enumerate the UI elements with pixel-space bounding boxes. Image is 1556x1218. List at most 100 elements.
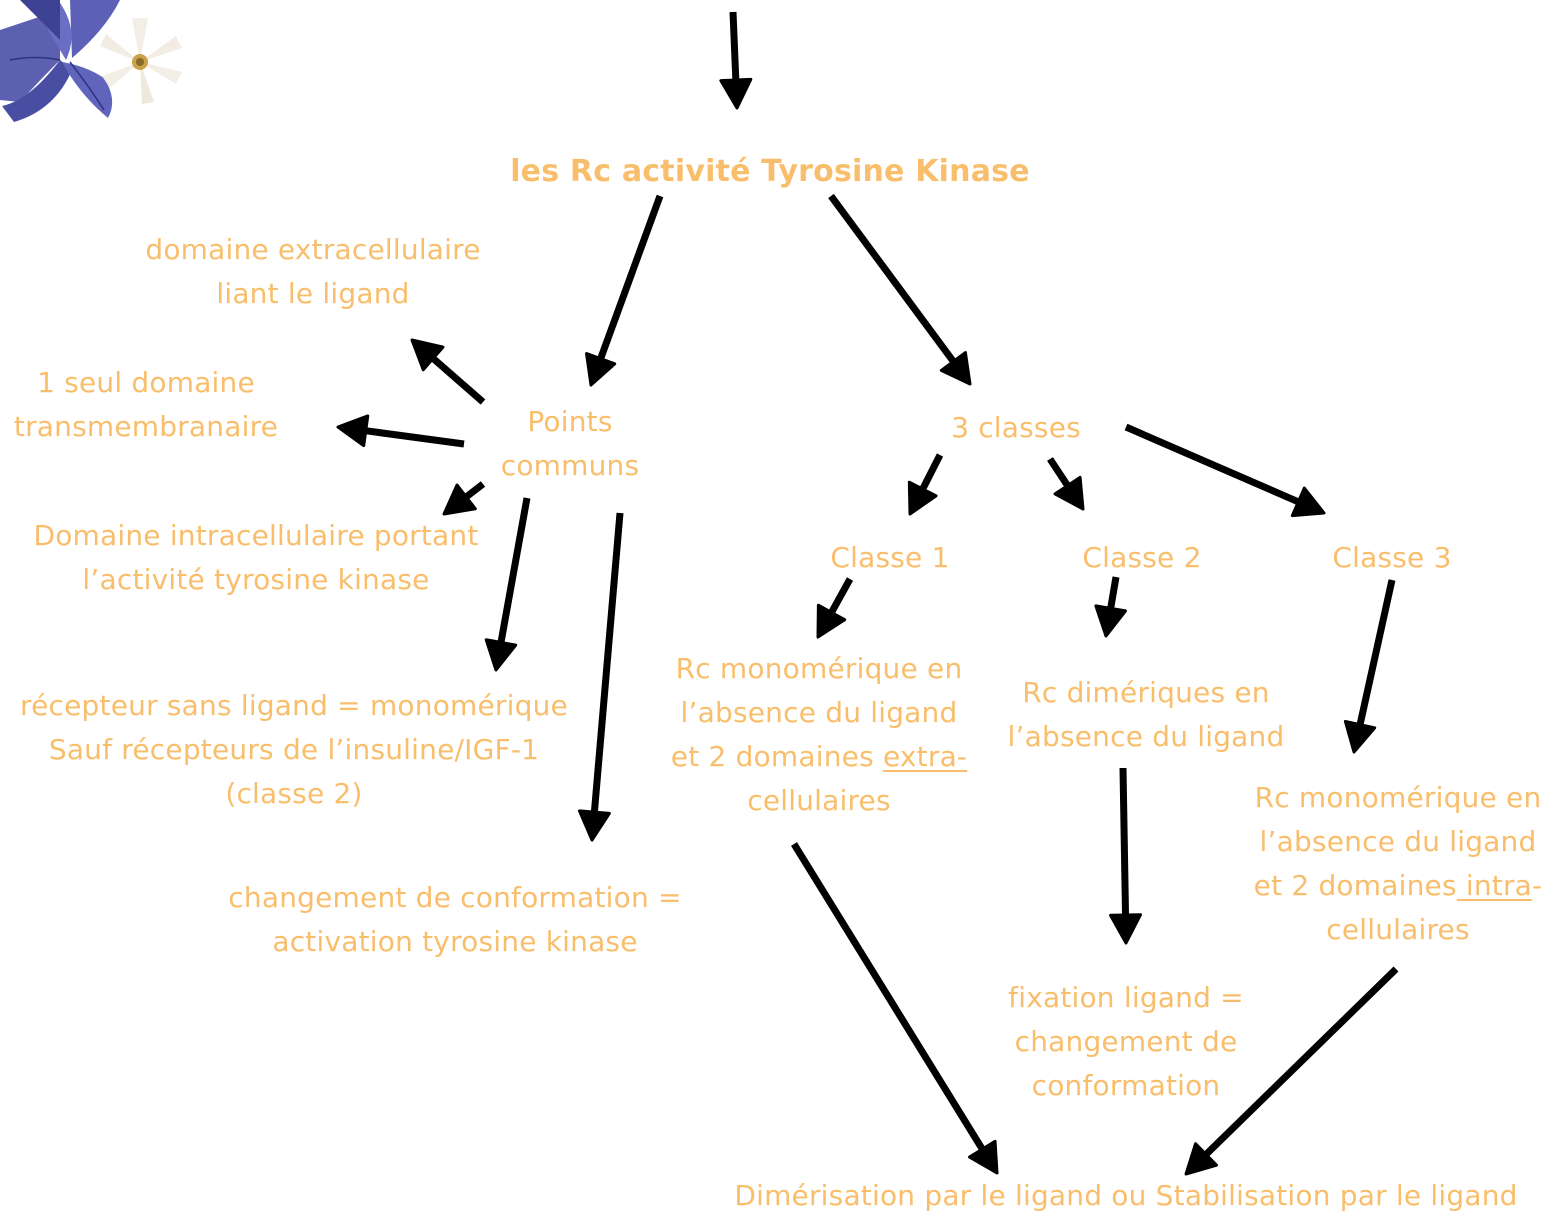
node-text-part: et 2 domaines [670, 740, 883, 773]
arrow-to-changement [577, 512, 624, 842]
node-text-line: Rc monomérique en [1254, 781, 1542, 814]
node-domaine-transmembranaire: 1 seul domaine transmembranaire [0, 361, 292, 449]
arrow-shaft [590, 512, 624, 817]
node-points-communs: Points communs [470, 400, 670, 488]
node-text-line: communs [500, 449, 640, 482]
arrow-title-to-points-communs [585, 194, 664, 387]
node-dimerisation: Dimérisation par le ligand ou Stabilisat… [734, 1179, 1518, 1212]
node-domaine-extracellulaire: domaine extracellulaire liant le ligand [113, 228, 513, 316]
node-text-line: 1 seul domaine [37, 366, 255, 399]
underlined-text: extra- [882, 740, 968, 773]
node-text-line: et 2 domaines extra- [654, 735, 984, 779]
arrow-shaft [1200, 966, 1399, 1160]
arrow-head [1053, 475, 1085, 511]
arrow-head [1109, 913, 1143, 945]
node-changement-conformation: changement de conformation = activation … [200, 876, 710, 964]
node-text-line: changement de conformation = [228, 881, 682, 914]
arrow-to-intracellulaire [442, 481, 486, 516]
underlined-text: intra [1456, 869, 1533, 902]
arrow-title-to-3-classes [828, 193, 972, 386]
arrow-head [484, 638, 518, 672]
arrow-head [442, 483, 477, 516]
arrow-classe-3-to-dimerisation [1184, 966, 1399, 1176]
arrow-to-classe-3 [1124, 423, 1326, 518]
arrow-to-transmembranaire [336, 414, 465, 448]
main-title: les Rc activité Tyrosine Kinase [510, 154, 1030, 189]
node-text-line: domaine extracellulaire [145, 233, 481, 266]
node-text-line: conformation [1031, 1069, 1221, 1102]
arrow-classe-2-to-desc [1094, 576, 1127, 638]
node-classe-3: Classe 3 [1332, 541, 1452, 574]
node-text-line: (classe 2) [225, 777, 363, 810]
node-fixation-ligand: fixation ligand = changement de conforma… [990, 976, 1262, 1108]
node-classe-3-description: Rc monomérique en l’absence du ligand et… [1240, 776, 1556, 952]
node-text-part: et 2 domaines [1253, 869, 1457, 902]
arrow-head [1094, 604, 1127, 638]
node-text-line: Domaine intracellulaire portant [33, 519, 479, 552]
arrow-shaft [1124, 423, 1304, 507]
node-classe-1: Classe 1 [830, 541, 950, 574]
node-text-line: Rc dimériques en [1022, 676, 1270, 709]
arrow-head [336, 414, 370, 448]
node-text-line: récepteur sans ligand = monomérique [20, 689, 568, 722]
node-text-line: transmembranaire [13, 410, 279, 443]
node-text-line: cellulaires [1326, 913, 1470, 946]
node-text-line: fixation ligand = [1008, 981, 1244, 1014]
arrow-head [816, 603, 847, 639]
arrow-shaft [826, 577, 854, 618]
node-text-line: l’absence du ligand [1007, 720, 1285, 753]
arrow-head [907, 480, 938, 516]
node-text-line: l’absence du ligand [1259, 825, 1537, 858]
node-classe-1-description: Rc monomérique en l’absence du ligand et… [654, 647, 984, 823]
node-text-line: changement de [1014, 1025, 1238, 1058]
node-domaine-intracellulaire: Domaine intracellulaire portant l’activi… [16, 514, 496, 602]
arrow-head [1290, 486, 1326, 518]
arrow-shaft [729, 11, 740, 85]
arrow-shaft [361, 426, 465, 448]
flower-icon [0, 0, 182, 122]
arrow-shaft [917, 453, 944, 495]
arrow-shaft [595, 194, 664, 364]
arrow-to-sans-ligand [484, 497, 531, 672]
node-text-line: Points [527, 405, 613, 438]
node-text-line: l’absence du ligand [680, 696, 958, 729]
node-text-line: liant le ligand [216, 277, 410, 310]
node-text-line: cellulaires [747, 784, 891, 817]
arrow-shaft [1355, 579, 1396, 730]
arrow-shaft [1106, 576, 1120, 613]
arrow-shaft [791, 842, 988, 1155]
node-classe-2-description: Rc dimériques en l’absence du ligand [996, 671, 1296, 759]
arrow-to-classe-2 [1047, 457, 1085, 511]
arrow-classe-1-to-desc [816, 577, 854, 639]
arrow-classe-3-to-desc [1343, 579, 1396, 754]
arrow-classe-2-to-fixation [1109, 767, 1143, 945]
node-text-part: - [1532, 869, 1543, 902]
node-text-line: Sauf récepteurs de l’insuline/IGF-1 [48, 733, 540, 766]
arrow-head [968, 1139, 999, 1175]
arrow-head [577, 809, 611, 842]
arrow-head [1343, 719, 1377, 754]
node-text-line: Rc monomérique en [675, 652, 963, 685]
arrow-into-title [719, 11, 753, 110]
arrow-head [939, 351, 972, 386]
node-text-line: l’activité tyrosine kinase [82, 563, 430, 596]
node-text-line: et 2 domaines intra- [1240, 864, 1556, 908]
node-text-line: activation tyrosine kinase [272, 925, 638, 958]
node-classe-2: Classe 2 [1082, 541, 1202, 574]
arrow-head [585, 352, 617, 387]
arrow-shaft [1047, 457, 1073, 491]
arrow-shaft [496, 497, 531, 648]
node-3-classes: 3 classes [951, 411, 1081, 444]
arrow-to-extracellulaire [410, 338, 486, 405]
arrow-head [1184, 1142, 1219, 1176]
arrow-shaft [1119, 767, 1130, 920]
arrow-shaft [427, 353, 486, 405]
arrow-head [719, 77, 753, 110]
arrow-classe-1-to-dimerisation [791, 842, 999, 1175]
arrow-to-classe-1 [907, 453, 944, 516]
node-recepteur-sans-ligand: récepteur sans ligand = monomérique Sauf… [4, 684, 584, 816]
arrow-head [410, 338, 445, 372]
arrow-shaft [828, 193, 959, 367]
